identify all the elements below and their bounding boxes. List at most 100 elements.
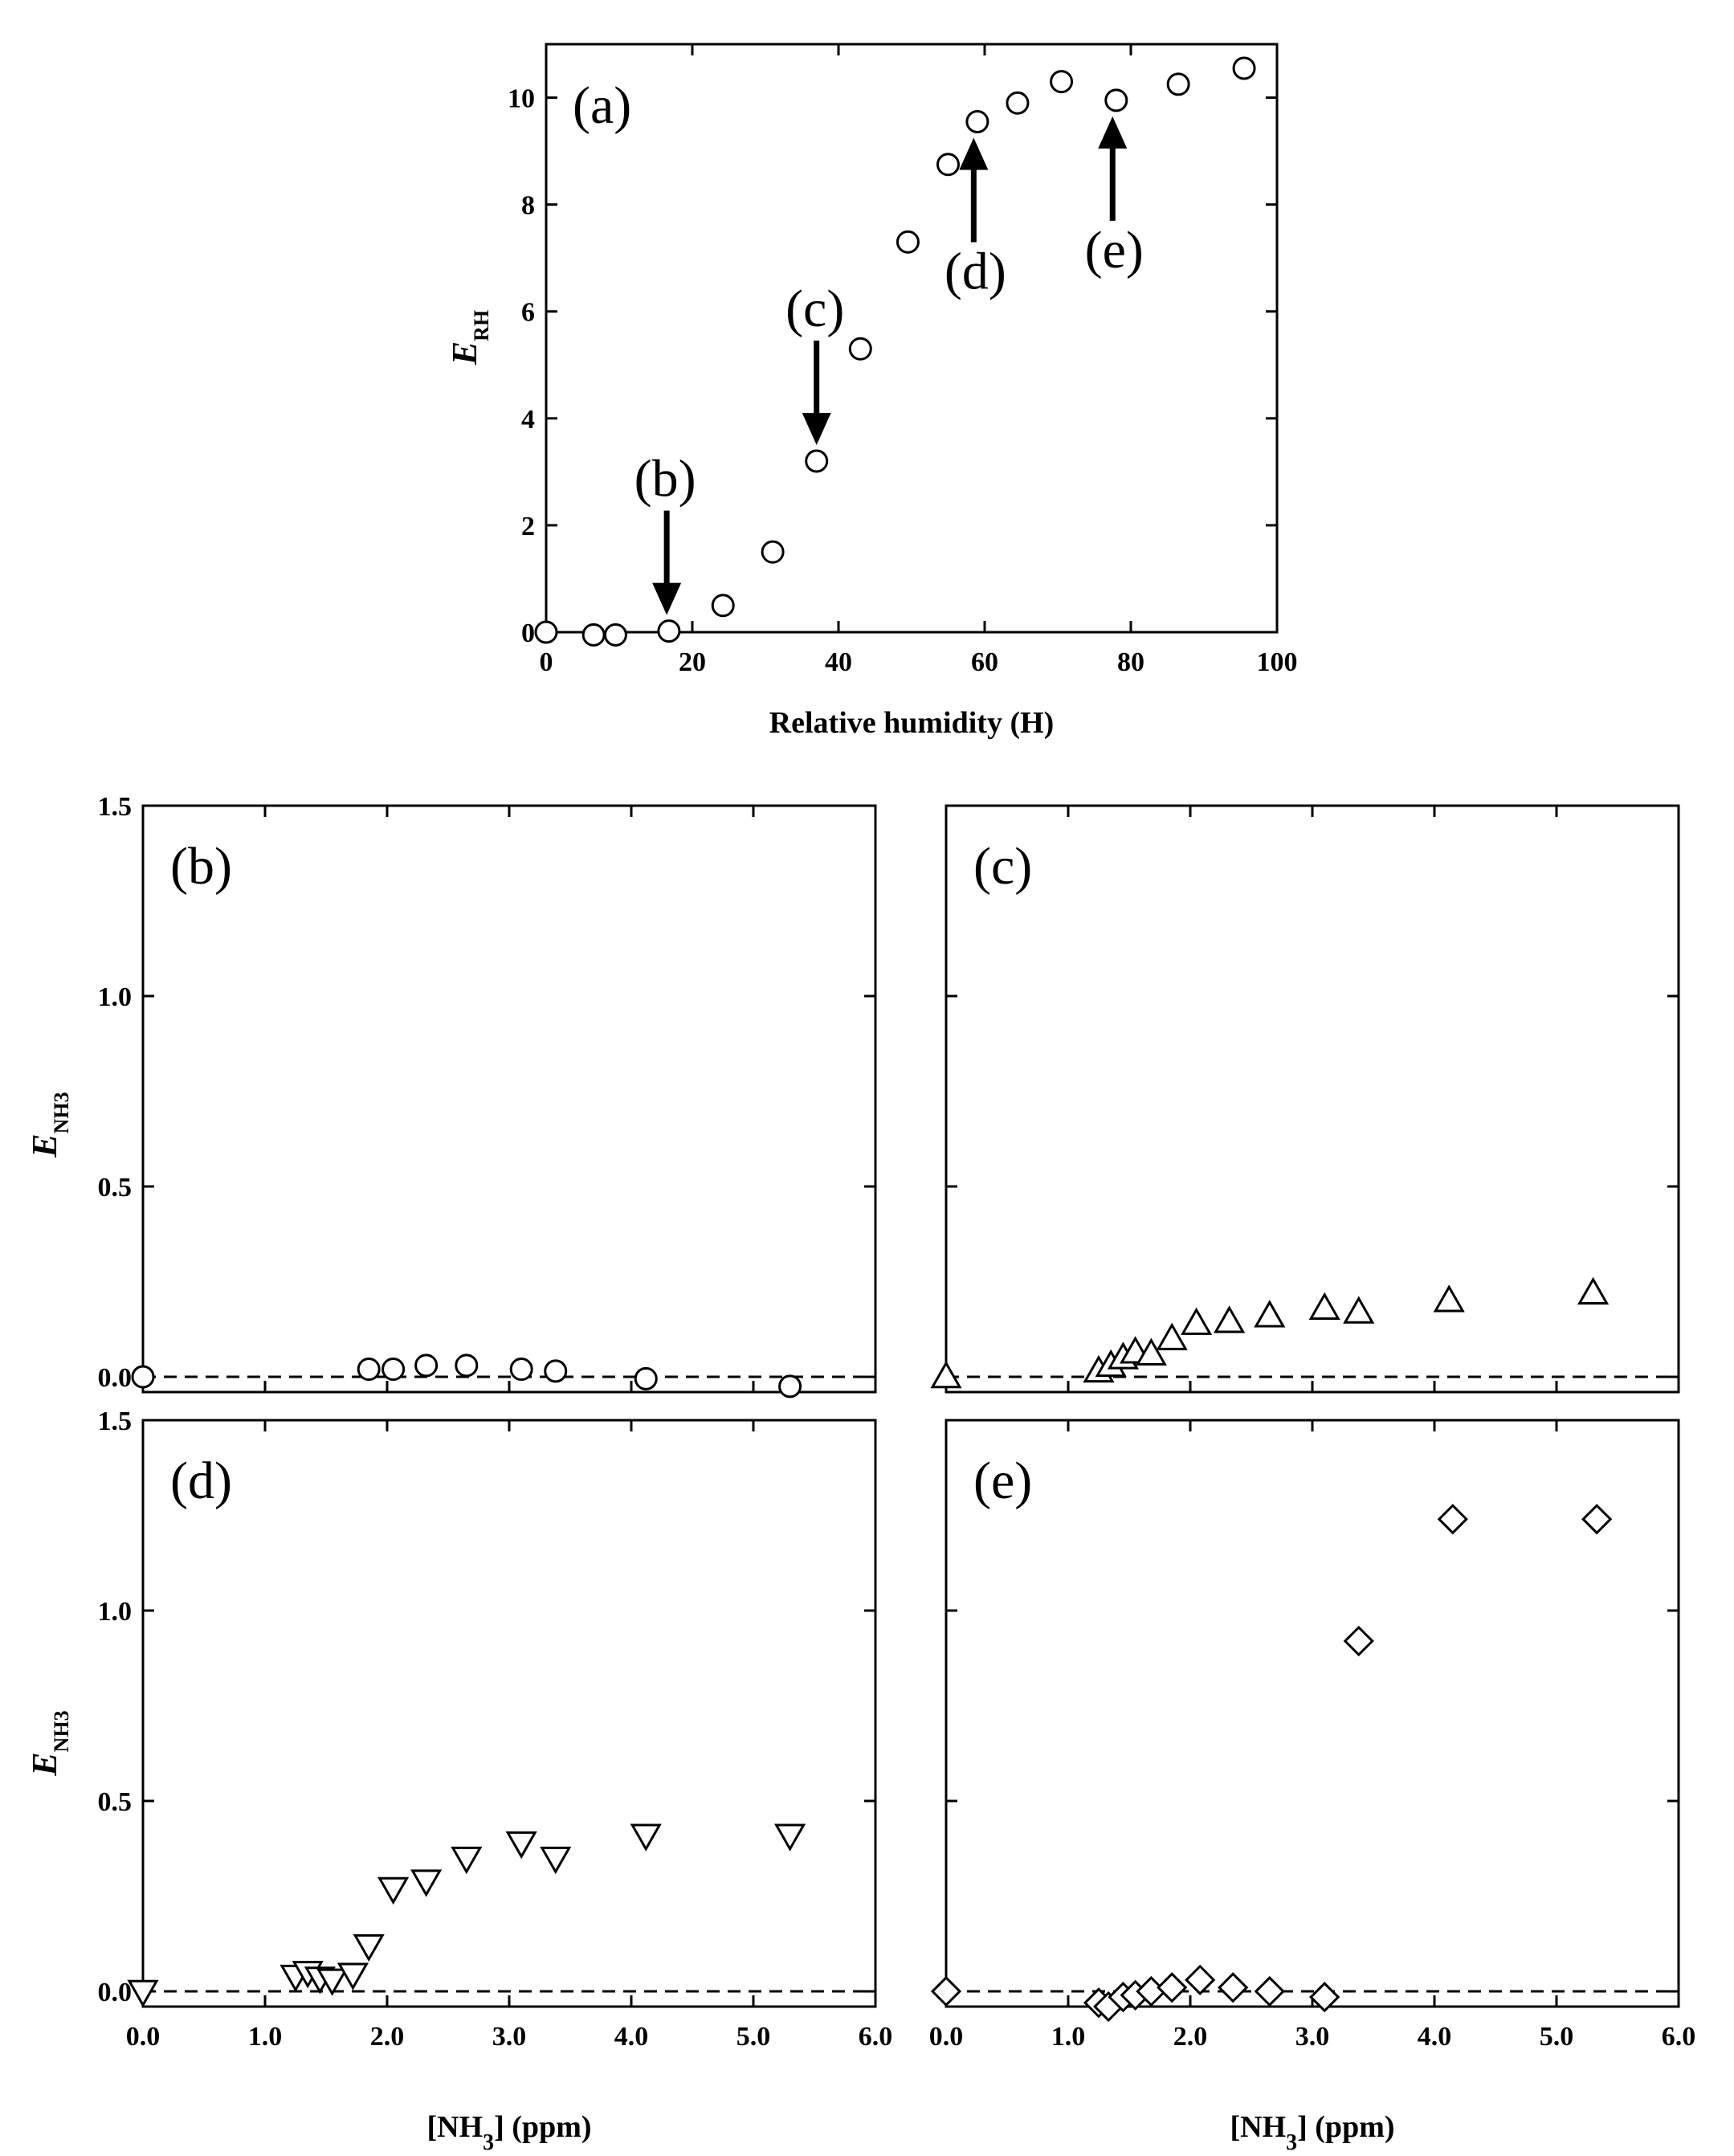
annotation-label: (c)	[785, 280, 844, 338]
data-point-a-11	[1006, 91, 1030, 115]
data-point-d-9	[451, 1846, 483, 1875]
data-point-a-6	[805, 449, 829, 473]
x-tick-label: 2.0	[370, 2022, 405, 2052]
x-axis-label: [NH3] (ppm)	[1230, 2110, 1394, 2155]
data-point-d-5	[337, 1962, 369, 1991]
data-point-b-1	[357, 1358, 381, 1382]
x-tick-label: 5.0	[736, 2022, 771, 2052]
data-point-d-6	[353, 1933, 385, 1962]
data-point-c-5	[1135, 1337, 1167, 1366]
data-point-d-7	[377, 1876, 410, 1905]
x-tick-label: 4.0	[614, 2022, 649, 2052]
data-point-b-5	[509, 1358, 533, 1382]
plot-frame	[545, 43, 1279, 634]
data-point-e-7	[1185, 1964, 1216, 1995]
annotation-arrow-b	[652, 510, 682, 615]
x-axis-label: [NH3] (ppm)	[426, 2110, 591, 2155]
y-tick-label: 2	[521, 512, 535, 541]
x-tick-label: 4.0	[1418, 2022, 1452, 2052]
y-tick-label: 0.5	[98, 1173, 133, 1203]
data-point-c-0	[930, 1361, 962, 1389]
data-point-a-5	[761, 540, 785, 564]
x-tick-label: 0.0	[126, 2022, 161, 2052]
data-point-d-11	[540, 1846, 572, 1875]
data-point-a-0	[534, 620, 558, 644]
data-point-b-3	[414, 1354, 439, 1378]
x-tick-label: 40	[825, 647, 852, 677]
data-point-d-4	[316, 1968, 349, 1996]
annotation-arrow-e	[1098, 116, 1128, 221]
data-point-d-12	[630, 1823, 662, 1852]
data-point-e-8	[1218, 1972, 1249, 2003]
x-tick-label: 6.0	[859, 2022, 893, 2052]
x-axis-label: Relative humidity (H)	[769, 706, 1055, 740]
data-point-d-0	[127, 1979, 159, 2008]
data-point-c-6	[1156, 1322, 1188, 1350]
data-point-a-9	[936, 153, 960, 177]
y-axis-label: ENH3	[25, 1092, 73, 1158]
panel-label: (b)	[170, 837, 232, 896]
x-tick-label: 1.0	[248, 2022, 283, 2052]
data-point-b-4	[455, 1354, 479, 1378]
y-tick-label: 4	[521, 405, 535, 435]
data-point-e-11	[1343, 1625, 1374, 1657]
x-tick-label: 0	[540, 647, 553, 677]
y-tick-label: 1.5	[98, 792, 133, 822]
x-tick-label: 20	[679, 647, 706, 677]
data-point-a-14	[1166, 72, 1190, 96]
y-tick-label: 0	[521, 619, 535, 648]
data-point-a-8	[896, 230, 920, 254]
data-point-e-12	[1437, 1504, 1468, 1535]
annotation-label: (d)	[945, 242, 1006, 300]
x-tick-label: 3.0	[492, 2022, 527, 2052]
data-point-a-2	[603, 623, 627, 647]
panel-b: 0.0 0.5 1.0 1.5 (b) ENH3	[25, 792, 877, 1399]
y-tick-label: 8	[521, 191, 535, 221]
x-tick-label: 3.0	[1295, 2022, 1330, 2052]
y-tick-label: 1.0	[98, 982, 133, 1012]
y-tick-label: 0.0	[98, 1363, 133, 1393]
x-tick-label: 6.0	[1662, 2022, 1696, 2052]
y-tick-label: 0.5	[98, 1787, 133, 1817]
annotation-label: (b)	[634, 450, 696, 508]
data-point-e-6	[1157, 1972, 1188, 2003]
annotation-label: (e)	[1085, 221, 1144, 280]
y-axis-label: ERH	[445, 310, 493, 365]
data-point-b-7	[634, 1366, 658, 1390]
data-point-d-13	[774, 1823, 806, 1852]
x-tick-label: 0.0	[929, 2022, 964, 2052]
data-point-c-8	[1214, 1305, 1246, 1333]
data-point-c-7	[1181, 1307, 1213, 1335]
panel-label: (d)	[170, 1452, 232, 1510]
data-point-d-8	[410, 1869, 443, 1897]
y-tick-label: 0.0	[98, 1978, 133, 2007]
annotation-arrow-c	[802, 341, 831, 446]
data-point-a-7	[848, 337, 872, 361]
data-point-a-1	[581, 623, 606, 647]
data-point-a-13	[1104, 88, 1128, 112]
x-tick-label: 5.0	[1540, 2022, 1574, 2052]
data-point-c-12	[1433, 1284, 1465, 1313]
x-tick-label: 2.0	[1173, 2022, 1208, 2052]
annotation-arrow-d	[959, 137, 989, 243]
data-point-c-10	[1308, 1292, 1340, 1320]
y-tick-label: 1.0	[98, 1597, 133, 1627]
panel-label: (a)	[573, 76, 631, 135]
panel-label: (e)	[973, 1452, 1032, 1510]
y-axis-label: ENH3	[25, 1710, 73, 1776]
x-tick-label: 80	[1117, 647, 1144, 677]
data-point-d-10	[505, 1831, 537, 1860]
data-point-e-0	[930, 1975, 962, 2007]
data-point-b-2	[381, 1358, 406, 1382]
data-point-a-15	[1232, 56, 1256, 80]
y-tick-label: 10	[508, 84, 535, 114]
x-tick-label: 60	[971, 647, 998, 677]
x-tick-label: 100	[1257, 647, 1298, 677]
panel-label: (c)	[973, 837, 1032, 896]
data-point-c-9	[1254, 1300, 1286, 1328]
data-point-b-0	[131, 1365, 155, 1389]
